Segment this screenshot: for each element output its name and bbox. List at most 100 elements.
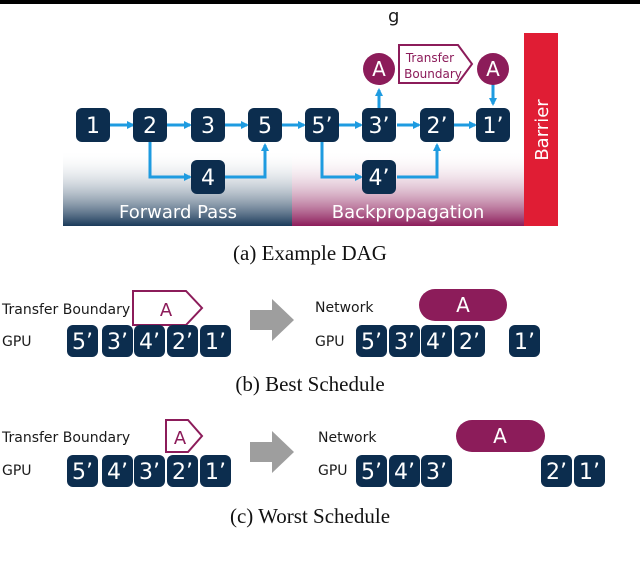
worst-gpu-label: GPU (2, 463, 32, 479)
best-gpu-label-2: GPU (315, 334, 345, 350)
dag-node-4: 4 (191, 160, 225, 194)
gpu-block-label: 3’ (394, 330, 415, 355)
dag-node-2-prime: 2’ (420, 108, 454, 142)
svg-text:A: A (174, 428, 187, 449)
gpu-block-label: 5’ (72, 460, 93, 485)
svg-text:1: 1 (86, 114, 100, 139)
figure-title-fragment: g (388, 6, 399, 27)
svg-text:A: A (456, 293, 470, 317)
best-network-label: Network (315, 300, 374, 316)
gpu-block: 4’ (421, 325, 452, 357)
svg-text:A: A (372, 57, 386, 81)
dag-node-1-prime: 1’ (476, 108, 510, 142)
worst-network-label: Network (318, 430, 377, 446)
transfer-node-a-right: A (477, 53, 509, 85)
best-transfer-label: Transfer Boundary (1, 302, 130, 318)
gpu-block-label: 1’ (514, 330, 535, 355)
gpu-block: 5’ (356, 455, 387, 487)
worst-transfer-label: Transfer Boundary (1, 430, 130, 446)
gpu-block-label: 5’ (361, 460, 382, 485)
gpu-block-label: 3’ (139, 460, 160, 485)
gpu-block: 3’ (102, 325, 133, 357)
svg-text:A: A (160, 300, 173, 321)
svg-text:3’: 3’ (369, 114, 390, 139)
svg-text:Transfer: Transfer (405, 51, 454, 65)
svg-text:Boundary: Boundary (404, 67, 462, 81)
gpu-block-label: 4’ (107, 460, 128, 485)
gpu-block: 1’ (200, 455, 231, 487)
svg-text:A: A (486, 57, 500, 81)
gpu-block: 3’ (134, 455, 165, 487)
example-dag: Forward Pass Backpropagation Barrier (63, 33, 558, 265)
best-transfer-tag: A (132, 290, 204, 326)
caption-c: (c) Worst Schedule (230, 504, 390, 528)
worst-network-transfer: A (456, 420, 545, 452)
best-gpu-sequence: 5’ 3’ 4’ 2’ 1’ (67, 325, 231, 357)
gpu-block-label: 5’ (361, 330, 382, 355)
best-gpu-sequence-after: 5’ 3’ 4’ 2’ 1’ (356, 325, 540, 357)
gpu-block: 1’ (509, 325, 540, 357)
gpu-block-label: 2’ (172, 330, 193, 355)
dag-node-3-prime: 3’ (362, 108, 396, 142)
gpu-block-label: 2’ (546, 460, 567, 485)
svg-text:2’: 2’ (427, 114, 448, 139)
forward-pass-label: Forward Pass (119, 202, 237, 223)
gpu-block: 1’ (200, 325, 231, 357)
dag-node-5-prime: 5’ (305, 108, 339, 142)
transfer-node-a-left: A (363, 53, 395, 85)
gpu-block: 2’ (541, 455, 572, 487)
gpu-block: 5’ (67, 325, 98, 357)
worst-transfer-tag: A (165, 419, 204, 453)
svg-text:5: 5 (258, 114, 272, 139)
gpu-block: 3’ (389, 325, 420, 357)
gpu-block-label: 4’ (139, 330, 160, 355)
gpu-block-label: 3’ (107, 330, 128, 355)
gpu-block: 2’ (167, 455, 198, 487)
gpu-block: 4’ (102, 455, 133, 487)
gpu-block: 4’ (389, 455, 420, 487)
worst-schedule: Transfer Boundary GPU A 5’ 4’ 3’ 2’ 1’ Netwo… (1, 419, 605, 528)
gpu-block-label: 4’ (394, 460, 415, 485)
worst-gpu-sequence-after: 5’ 4’ 3’ 2’ 1’ (356, 455, 605, 487)
dag-node-4-prime: 4’ (362, 160, 396, 194)
gpu-block-label: 3’ (426, 460, 447, 485)
worst-gpu-sequence: 5’ 4’ 3’ 2’ 1’ (67, 455, 231, 487)
schedule-arrow-worst (250, 431, 294, 473)
svg-text:A: A (493, 424, 507, 448)
schedule-arrow-best (250, 299, 294, 341)
barrier-label: Barrier (532, 99, 553, 161)
dag-node-3: 3 (191, 108, 225, 142)
backprop-band (292, 150, 524, 226)
gpu-block-label: 2’ (172, 460, 193, 485)
dag-node-2: 2 (133, 108, 167, 142)
gpu-block-label: 1’ (205, 330, 226, 355)
best-schedule: Transfer Boundary GPU A 5’ 3’ 4’ 2’ 1’ Netwo… (1, 289, 540, 396)
gpu-block: 5’ (67, 455, 98, 487)
gpu-block-label: 1’ (205, 460, 226, 485)
gpu-block: 1’ (574, 455, 605, 487)
transfer-boundary-tag: Transfer Boundary (398, 44, 474, 84)
svg-text:3: 3 (201, 114, 215, 139)
caption-b: (b) Best Schedule (235, 372, 384, 396)
gpu-block: 2’ (167, 325, 198, 357)
gpu-block-label: 1’ (579, 460, 600, 485)
gpu-block-label: 5’ (72, 330, 93, 355)
barrier (524, 33, 558, 226)
caption-a: (a) Example DAG (233, 241, 387, 265)
best-gpu-label: GPU (2, 334, 32, 350)
gpu-block: 4’ (134, 325, 165, 357)
best-network-transfer: A (419, 289, 507, 321)
svg-text:1’: 1’ (483, 114, 504, 139)
svg-text:5’: 5’ (312, 114, 333, 139)
svg-text:2: 2 (143, 114, 157, 139)
backprop-label: Backpropagation (332, 202, 485, 223)
svg-text:4’: 4’ (369, 166, 390, 191)
gpu-block: 5’ (356, 325, 387, 357)
gpu-block: 3’ (421, 455, 452, 487)
gpu-block: 2’ (454, 325, 485, 357)
dag-edges (109, 84, 497, 181)
worst-gpu-label-2: GPU (318, 463, 348, 479)
gpu-block-label: 4’ (426, 330, 447, 355)
forward-pass-band (63, 150, 292, 226)
svg-text:4: 4 (201, 166, 215, 191)
